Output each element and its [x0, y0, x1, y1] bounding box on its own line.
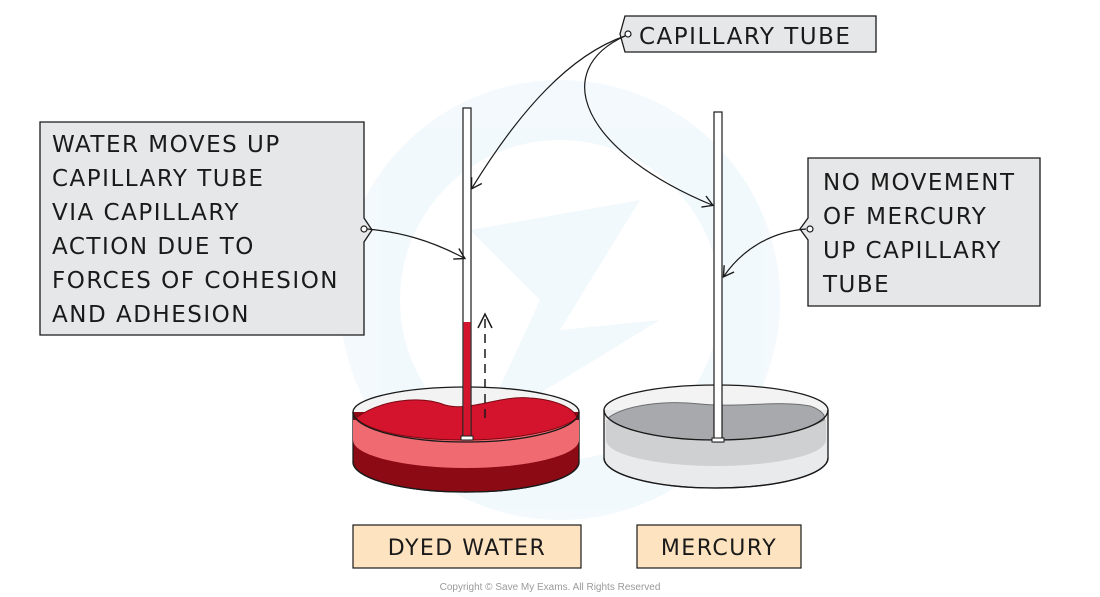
- mercury-label: MERCURY: [661, 536, 777, 561]
- no-movement-callout: NO MOVEMENT OF MERCURY UP CAPILLARY TUBE: [799, 157, 1041, 307]
- arrow-to-mercury-tube: [722, 228, 807, 278]
- watermark-logo: [340, 80, 780, 520]
- left-capillary-tube: [460, 107, 474, 441]
- water-moves-line-2: CAPILLARY TUBE: [52, 166, 264, 192]
- water-moves-line-1: WATER MOVES UP: [52, 132, 281, 158]
- dyed-water-label-box: DYED WATER: [352, 524, 582, 569]
- water-moves-line-5: FORCES OF COHESION: [52, 268, 339, 294]
- copyright-text: Copyright © Save My Exams. All Rights Re…: [440, 582, 661, 593]
- right-capillary-tube: [711, 111, 725, 443]
- water-moves-line-3: VIA CAPILLARY: [52, 200, 240, 226]
- capillary-tube-label: CAPILLARY TUBE: [639, 24, 851, 50]
- arrow-to-right-tube: [584, 35, 715, 208]
- water-moves-line-6: AND ADHESION: [52, 302, 250, 328]
- water-moves-line-4: ACTION DUE TO: [52, 234, 255, 260]
- arrow-to-water-in-tube: [366, 228, 467, 260]
- capillary-tube-callout: CAPILLARY TUBE: [619, 15, 877, 53]
- water-rise-arrow: [477, 312, 493, 418]
- arrow-to-left-tube: [470, 35, 626, 191]
- mercury-label-box: MERCURY: [636, 524, 802, 569]
- no-movement-line-4: TUBE: [822, 272, 890, 298]
- callout-arrows: [366, 35, 807, 278]
- dyed-water-label: DYED WATER: [388, 536, 547, 561]
- no-movement-line-1: NO MOVEMENT: [823, 170, 1016, 196]
- water-moves-callout: WATER MOVES UP CAPILLARY TUBE VIA CAPILL…: [39, 121, 373, 336]
- no-movement-line-3: UP CAPILLARY: [823, 238, 1002, 264]
- no-movement-line-2: OF MERCURY: [823, 204, 987, 230]
